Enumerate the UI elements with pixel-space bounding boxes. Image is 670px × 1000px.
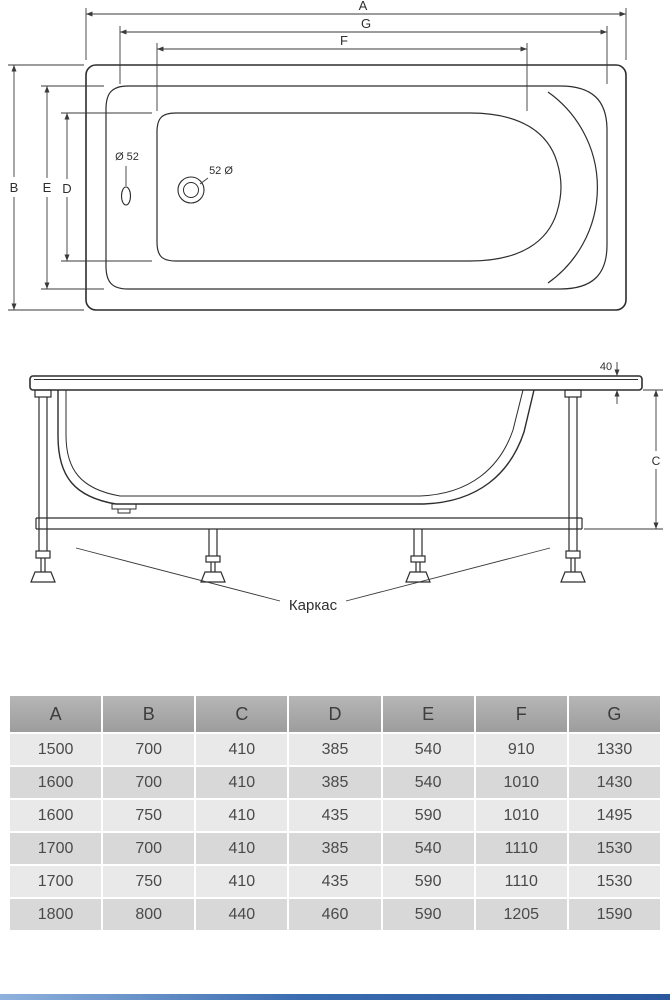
- table-cell: 440: [196, 899, 288, 930]
- drain-hole-outer: [177, 176, 205, 204]
- dim-label-g: G: [361, 16, 371, 31]
- label-masks: [5, 177, 76, 197]
- table-cell: 700: [103, 734, 195, 765]
- frame-leader-right: [345, 547, 551, 602]
- bottom-accent-bar: [0, 994, 670, 1000]
- support-frame: [30, 389, 586, 583]
- table-cell: 410: [196, 866, 288, 897]
- tub-side-outline: [29, 375, 643, 514]
- table-cell: 1430: [568, 767, 660, 798]
- dim-label-c: C: [652, 454, 661, 468]
- tub-rim-profile: [29, 375, 643, 391]
- rim-thickness-label: 40: [600, 361, 612, 373]
- col-header-c: C: [196, 696, 288, 732]
- table-header-row: A B C D E F G: [10, 696, 660, 732]
- tub-headrest-curve: [547, 91, 598, 284]
- frame-leader-left: [75, 547, 281, 602]
- top-view-dimension-lines: [8, 8, 627, 311]
- table-cell: 435: [289, 800, 381, 831]
- table-cell: 1110: [475, 833, 567, 864]
- frame-leg-mid-right: [405, 529, 431, 583]
- table-cell: 410: [196, 734, 288, 765]
- table-cell: 590: [382, 800, 474, 831]
- table-cell: 1700: [10, 833, 102, 864]
- table-cell: 1530: [568, 866, 660, 897]
- side-view-drawing: 40 C Каркас: [29, 361, 664, 614]
- tub-rim-inner-edge: [105, 85, 608, 290]
- table-cell: 1600: [10, 767, 102, 798]
- dim-label-e: E: [43, 180, 52, 195]
- table-cell: 1700: [10, 866, 102, 897]
- table-cell: 1600: [10, 800, 102, 831]
- table-cell: 1500: [10, 734, 102, 765]
- frame-leg-left: [30, 389, 56, 583]
- frame-leg-mid-left: [200, 529, 226, 583]
- table-cell: 1110: [475, 866, 567, 897]
- table-cell: 1205: [475, 899, 567, 930]
- table-cell: 590: [382, 899, 474, 930]
- dim-label-a: A: [359, 0, 368, 13]
- top-view-drawing: A G F B E D Ø 52 52 Ø: [5, 0, 627, 311]
- table-cell: 1590: [568, 899, 660, 930]
- table-cell: 800: [103, 899, 195, 930]
- frame-caption: Каркас: [289, 597, 338, 614]
- table-cell: 435: [289, 866, 381, 897]
- table-cell: 385: [289, 734, 381, 765]
- table-cell: 750: [103, 800, 195, 831]
- tub-basin-edge: [156, 112, 562, 262]
- tub-top-outline: [85, 64, 627, 311]
- col-header-b: B: [103, 696, 195, 732]
- table-cell: 410: [196, 833, 288, 864]
- tub-shell-outer: [57, 389, 535, 505]
- table-cell: 1010: [475, 767, 567, 798]
- drain-diameter-label: 52 Ø: [209, 165, 233, 177]
- frame-leg-right: [560, 389, 586, 583]
- table-cell: 910: [475, 734, 567, 765]
- table-cell: 1330: [568, 734, 660, 765]
- tub-outer-edge: [85, 64, 627, 311]
- table-cell: 540: [382, 767, 474, 798]
- tub-shell-inner: [65, 389, 524, 497]
- drain-leader-line: [199, 177, 209, 185]
- label-mask-c: [648, 451, 664, 469]
- top-view-dimension-labels: A G F B E D Ø 52 52 Ø: [10, 0, 371, 196]
- col-header-g: G: [568, 696, 660, 732]
- col-header-d: D: [289, 696, 381, 732]
- drain-hole-inner: [183, 182, 199, 198]
- table-cell: 385: [289, 767, 381, 798]
- table-cell: 460: [289, 899, 381, 930]
- overflow-diameter-label: Ø 52: [115, 151, 139, 163]
- dim-label-d: D: [62, 181, 71, 196]
- overflow-hole: [120, 186, 132, 206]
- dim-label-b: B: [10, 180, 19, 195]
- col-header-a: A: [10, 696, 102, 732]
- table-cell: 540: [382, 734, 474, 765]
- table-cell: 410: [196, 800, 288, 831]
- table-cell: 1530: [568, 833, 660, 864]
- table-cell: 750: [103, 866, 195, 897]
- side-view-labels: 40 C Каркас: [289, 361, 661, 614]
- table-cell: 1010: [475, 800, 567, 831]
- table-cell: 1495: [568, 800, 660, 831]
- drain-trap: [111, 503, 137, 510]
- table-cell: 700: [103, 767, 195, 798]
- table-cell: 540: [382, 833, 474, 864]
- table-cell: 410: [196, 767, 288, 798]
- col-header-f: F: [475, 696, 567, 732]
- dim-label-f: F: [340, 33, 348, 48]
- col-header-e: E: [382, 696, 474, 732]
- table-cell: 700: [103, 833, 195, 864]
- table-cell: 1800: [10, 899, 102, 930]
- table-cell: 590: [382, 866, 474, 897]
- table-cell: 385: [289, 833, 381, 864]
